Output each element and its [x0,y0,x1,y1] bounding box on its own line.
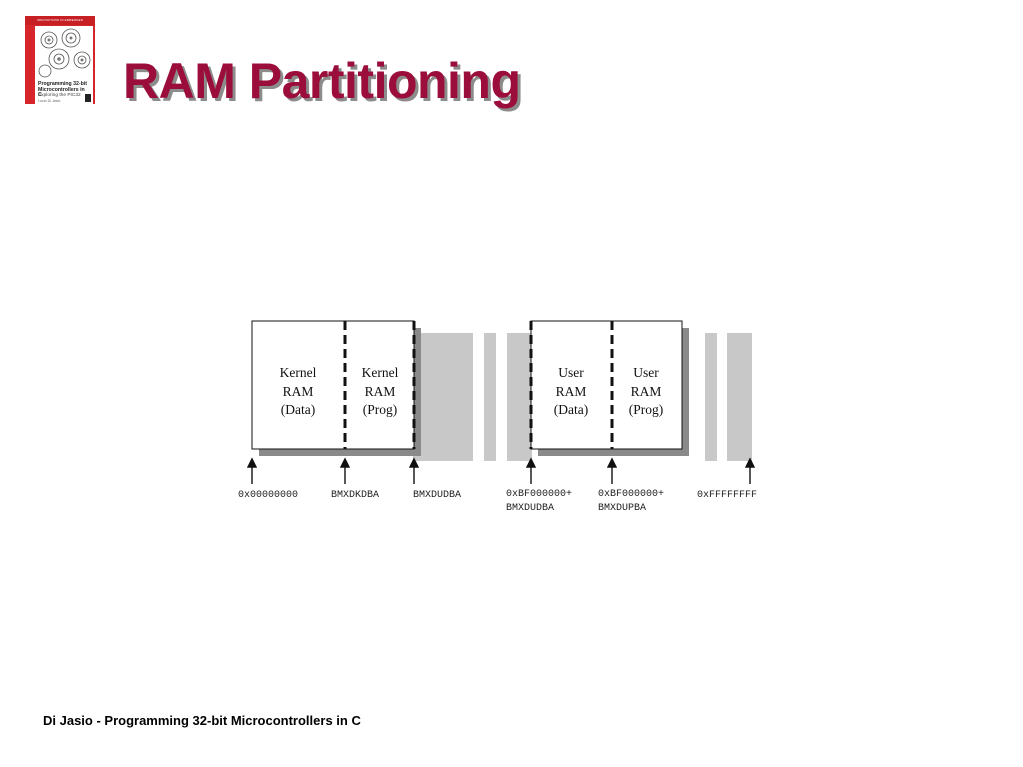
arrow-head-0x00000000 [246,457,258,468]
label-line: RAM [630,383,662,399]
gap-region-2 [484,333,496,461]
page-title: RAM Partitioning [123,53,521,109]
addr-line: BMXDUDBA [506,503,555,514]
addr-bmxdudba-label: BMXDUDBA [413,489,461,503]
user-block [530,320,683,450]
kernel-ram-data-label: Kernel RAM (Data) [263,364,333,420]
book-art-graphic [38,28,91,78]
arrow-head-bmxdudba [408,457,420,468]
arrow-head-bmxdkdba [339,457,351,468]
gap-region-4 [705,333,717,461]
gap-region-5 [727,333,752,461]
book-cover-art [35,26,93,80]
label-line: RAM [364,383,396,399]
label-line: User [558,365,584,380]
addr-line: 0x00000000 [238,490,299,501]
addr-line: 0xBF000000+ [598,489,665,500]
addr-0x00000000-label: 0x00000000 [238,489,298,503]
book-title: Programming 32-bit Microcontrollers in C [38,81,88,99]
label-line: (Prog) [628,402,664,417]
gap-region-3 [507,333,532,461]
publisher-logo-icon [85,94,91,102]
book-cover: INNOVATIONS IN EMBEDDED Programm [25,16,95,104]
addr-0xffffffff-label: 0xFFFFFFFF [697,489,757,503]
book-subtitle: Exploring the PIC32 [38,93,81,98]
footer-text: Di Jasio - Programming 32-bit Microcontr… [43,713,361,728]
addr-line: 0xBF000000+ [506,489,573,500]
addr-line: BMXDUPBA [598,503,647,514]
label-line: RAM [555,383,587,399]
label-line: Kernel [279,365,317,380]
book-header: INNOVATIONS IN EMBEDDED [25,16,95,25]
gap-region-1 [413,333,473,461]
label-line: Kernel [361,365,399,380]
user-ram-prog-label: User RAM (Prog) [611,364,681,420]
kernel-ram-prog-label: Kernel RAM (Prog) [345,364,415,420]
arrow-head-user-data [525,457,537,468]
label-line: (Data) [553,402,589,417]
label-line: (Prog) [362,402,398,417]
arrow-head-0xffffffff [744,457,756,468]
arrow-head-user-prog [606,457,618,468]
addr-bmxdkdba-label: BMXDKDBA [331,489,379,503]
addr-line: 0xFFFFFFFF [697,490,758,501]
book-info-panel: Programming 32-bit Microcontrollers in C… [35,80,93,104]
addr-user-prog-label: 0xBF000000+ BMXDUPBA [598,488,664,516]
book-author: Lucio Di Jasio [38,99,61,103]
kernel-block [251,320,415,450]
user-ram-data-label: User RAM (Data) [536,364,606,420]
addr-user-data-label: 0xBF000000+ BMXDUDBA [506,488,572,516]
addr-line: BMXDUDBA [413,490,462,501]
label-line: RAM [282,383,314,399]
label-line: User [633,365,659,380]
addr-line: BMXDKDBA [331,490,380,501]
label-line: (Data) [280,402,316,417]
